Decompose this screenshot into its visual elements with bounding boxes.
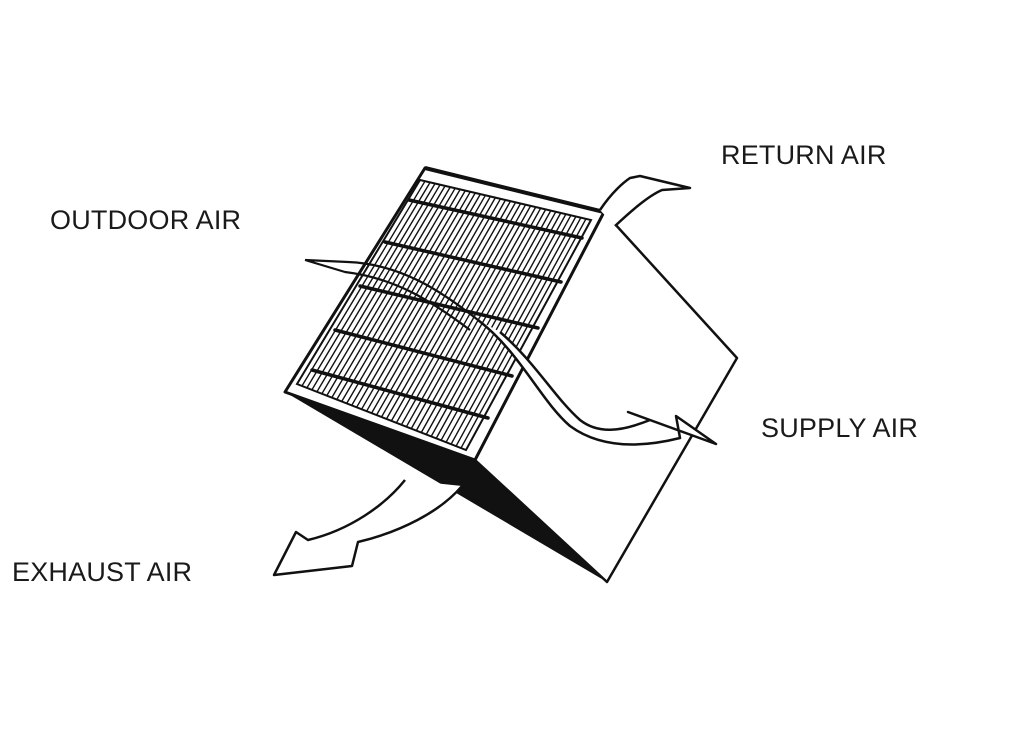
grille-slat <box>385 200 512 420</box>
exhaust-air-arrow <box>272 479 463 577</box>
core-grille-bars <box>310 198 584 420</box>
return-air-arrow <box>598 174 692 227</box>
grille-slat <box>390 202 517 422</box>
supply-air-arrow <box>477 319 718 446</box>
outdoor-air-arrow <box>304 258 479 331</box>
grille-slat <box>306 182 431 389</box>
grille-slat <box>440 213 567 441</box>
grille-slat <box>455 217 582 447</box>
grille-slat <box>380 199 507 418</box>
grille-slat <box>435 212 562 439</box>
grille-slat <box>450 216 577 445</box>
grille-slat <box>420 209 547 433</box>
grille-slat <box>301 180 426 387</box>
core-frame-top-edge <box>424 166 605 214</box>
label-exhaust-air: EXHAUST AIR <box>12 557 193 587</box>
grille-slat <box>430 211 557 437</box>
label-outdoor-air: OUTDOOR AIR <box>50 205 242 235</box>
grille-slat <box>316 184 441 393</box>
grille-slat <box>425 210 552 435</box>
grille-slat <box>311 183 436 391</box>
grille-slat <box>400 204 527 426</box>
grille-slat <box>445 214 572 443</box>
label-return-air: RETURN AIR <box>721 140 887 170</box>
grille-slat <box>460 218 587 449</box>
grille-slat <box>405 205 532 428</box>
grille-slat <box>395 203 522 424</box>
label-supply-air: SUPPLY AIR <box>761 413 919 443</box>
